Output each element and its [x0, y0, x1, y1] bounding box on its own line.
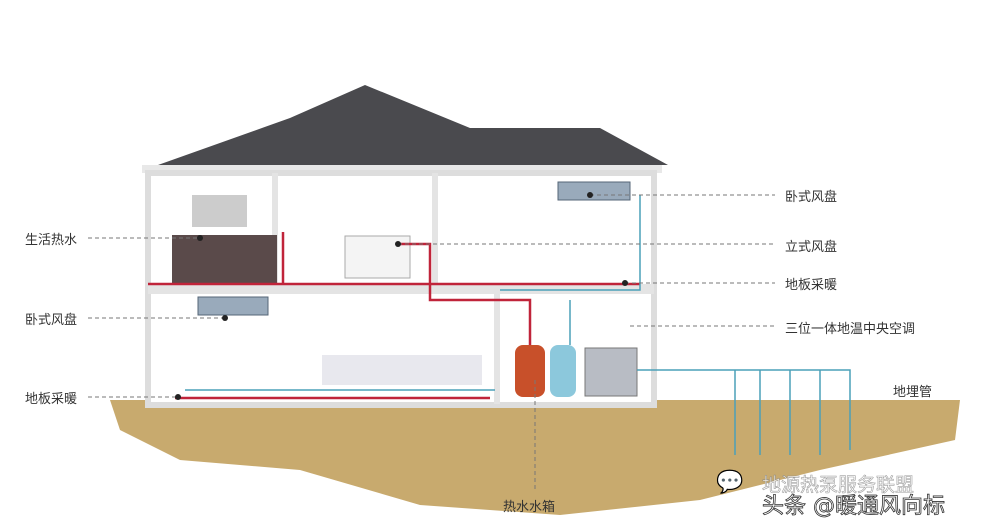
label-fan-coil-right: 卧式风盘 — [785, 190, 838, 205]
sofa — [322, 355, 482, 385]
roof-eave — [142, 165, 662, 173]
wall-divider — [432, 173, 438, 285]
leader-lines — [88, 194, 775, 492]
mirror — [192, 195, 247, 227]
label-ground-pipe: 地埋管 — [893, 385, 933, 400]
roof — [158, 85, 668, 165]
label-standing-fan-coil: 立式风盘 — [785, 240, 838, 255]
wall-divider — [494, 294, 500, 404]
floor-slab — [148, 284, 654, 294]
wall-divider — [272, 173, 278, 285]
leader-dots — [175, 192, 628, 400]
label-domestic-hot-water: 生活热水 — [25, 233, 78, 248]
bathroom — [172, 235, 277, 283]
label-floor-heating-left: 地板采暖 — [25, 392, 78, 407]
watermark-front: 头条 @暖通风向标 — [762, 494, 946, 520]
label-hot-water-tank: 热水水箱 — [503, 500, 556, 515]
heat-pump-unit — [584, 347, 638, 397]
ceiling-fan-coil-bottom — [197, 296, 269, 316]
cold-tank — [550, 345, 576, 397]
watermark-back: 地源热泵服务联盟 — [762, 474, 915, 497]
ceiling-fan-coil-top — [557, 181, 631, 201]
hot-water-tank — [515, 345, 545, 397]
wechat-icon: 💬 — [716, 470, 744, 495]
cold-pipes — [185, 195, 851, 455]
label-fan-coil-left: 卧式风盘 — [25, 313, 78, 328]
label-floor-heating-right: 地板采暖 — [785, 278, 838, 293]
label-central-ac: 三位一体地温中央空调 — [785, 322, 916, 337]
